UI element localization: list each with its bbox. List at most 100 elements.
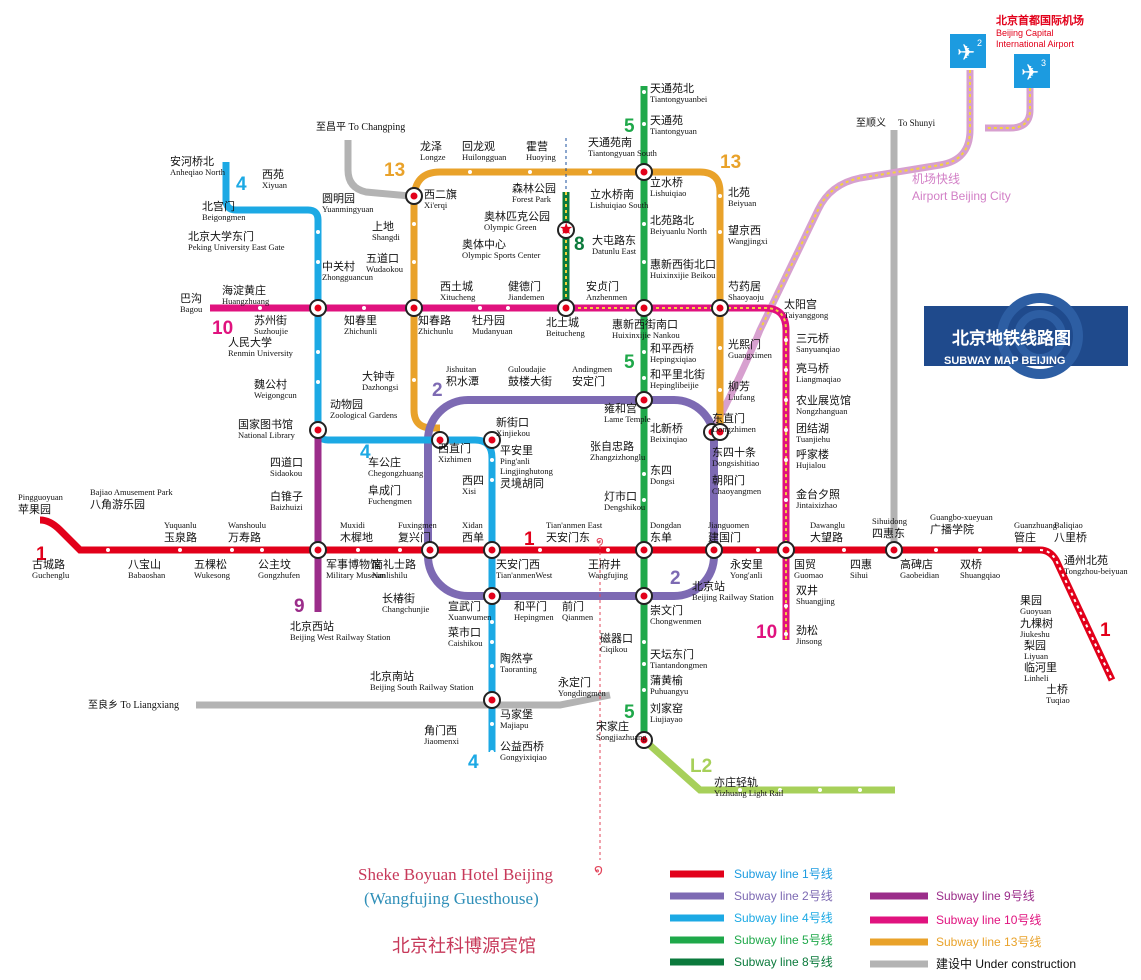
station-name-en: Guloudajie [508,364,546,374]
station-name-en: Fuxingmen [398,520,437,530]
station-name-zh: 刘家窑 [650,701,683,715]
station-name-zh: 宋家庄 [596,719,629,733]
airport-terminal-2: ✈ 2 [950,34,986,68]
direction-shunyi-en: To Shunyi [898,118,936,128]
interchange-dot [488,696,496,704]
station-name-en: Jinsong [796,636,823,646]
station-name-en: Guchenglu [32,570,70,580]
station-name-zh: 玉泉路 [164,530,197,544]
station-name-en: Chegongzhuang [368,468,424,478]
direction-shunyi-zh: 至顺义 [856,117,886,129]
station-name-en: Chaoyangmen [712,486,762,496]
station-name-zh: 北京南站 [370,669,414,683]
station-name-en: Jintaixizhao [796,500,837,510]
station-name-en: Datunlu East [592,246,637,256]
map-title-zh: 北京地铁线路图 [952,328,1071,348]
station-name-en: Gongyixiqiao [500,752,547,762]
interchange-dot [314,304,322,312]
station-name-en: Tuanjiehu [796,434,831,444]
station-name-en: Dongdan [650,520,682,530]
station-name-zh: 牡丹园 [472,313,505,327]
station-name-zh: 立水桥南 [590,187,634,201]
station-name-en: Songjiazhuang [596,732,647,742]
station-tick [398,548,402,552]
station-name-en: Huixinxijie Nankou [612,330,681,340]
interchange-dot [410,192,418,200]
station-name-en: Tiantongyuanbei [650,94,708,104]
hotel-name-en1: Sheke Boyuan Hotel Beijing [358,865,554,884]
station-name-zh: 四道口 [270,455,303,469]
station-tick [490,722,494,726]
station-name-zh: 蒲黄榆 [650,673,683,687]
station-name-en: Xisi [462,486,477,496]
airport-express-zh: 机场快线 [912,172,960,186]
interchange-markers: ★ [309,163,903,749]
station-name-en: Qianmen [562,612,594,622]
station-tick [784,368,788,372]
station-tick [490,458,494,462]
station-name-en: Xidan [462,520,484,530]
interchange-dot [710,546,718,554]
station-name-en: Guoyuan [1020,606,1052,616]
station-tick [490,664,494,668]
station-name-zh: 天坛东门 [650,647,694,661]
station-tick [178,548,182,552]
station-name-en: Liangmaqiao [796,374,841,384]
station-name-zh: 东四十条 [712,445,756,459]
station-name-zh: 国贸 [794,558,816,571]
station-name-zh: 苹果园 [18,502,51,516]
line-1-number: 1 [36,544,47,565]
station-name-en: Wangfujing [588,570,629,580]
station-name-zh: 五棵松 [194,557,227,571]
station-name-en: Beixinqiao [650,434,687,444]
station-name-zh: 积水潭 [446,375,479,388]
station-name-en: Sanyuanqiao [796,344,840,354]
station-tick [642,222,646,226]
station-name-zh: 立水桥 [650,175,683,189]
station-name-en: Guangximen [728,350,773,360]
legend-line-9: Subway line 9号线 [936,889,1035,903]
interchange-dot [640,546,648,554]
station-name-en: Wangjingxi [728,236,768,246]
station-name-zh: 灵境胡同 [500,476,544,490]
station-name-zh: 通州北苑 [1064,554,1108,567]
station-name-zh: 高碑店 [900,557,933,571]
station-name-zh: 南礼士路 [372,557,416,571]
station-tick [490,640,494,644]
station-name-zh: 亮马桥 [796,361,829,375]
station-name-en: Sidaokou [270,468,303,478]
station-name-en: Beitucheng [546,328,585,338]
station-name-en: Xi'erqi [424,200,448,210]
line-4-number: 4 [360,442,371,463]
station-name-zh: 金台夕照 [796,487,840,501]
interchange-dot [640,168,648,176]
station-name-en: Jianguomen [708,520,750,530]
